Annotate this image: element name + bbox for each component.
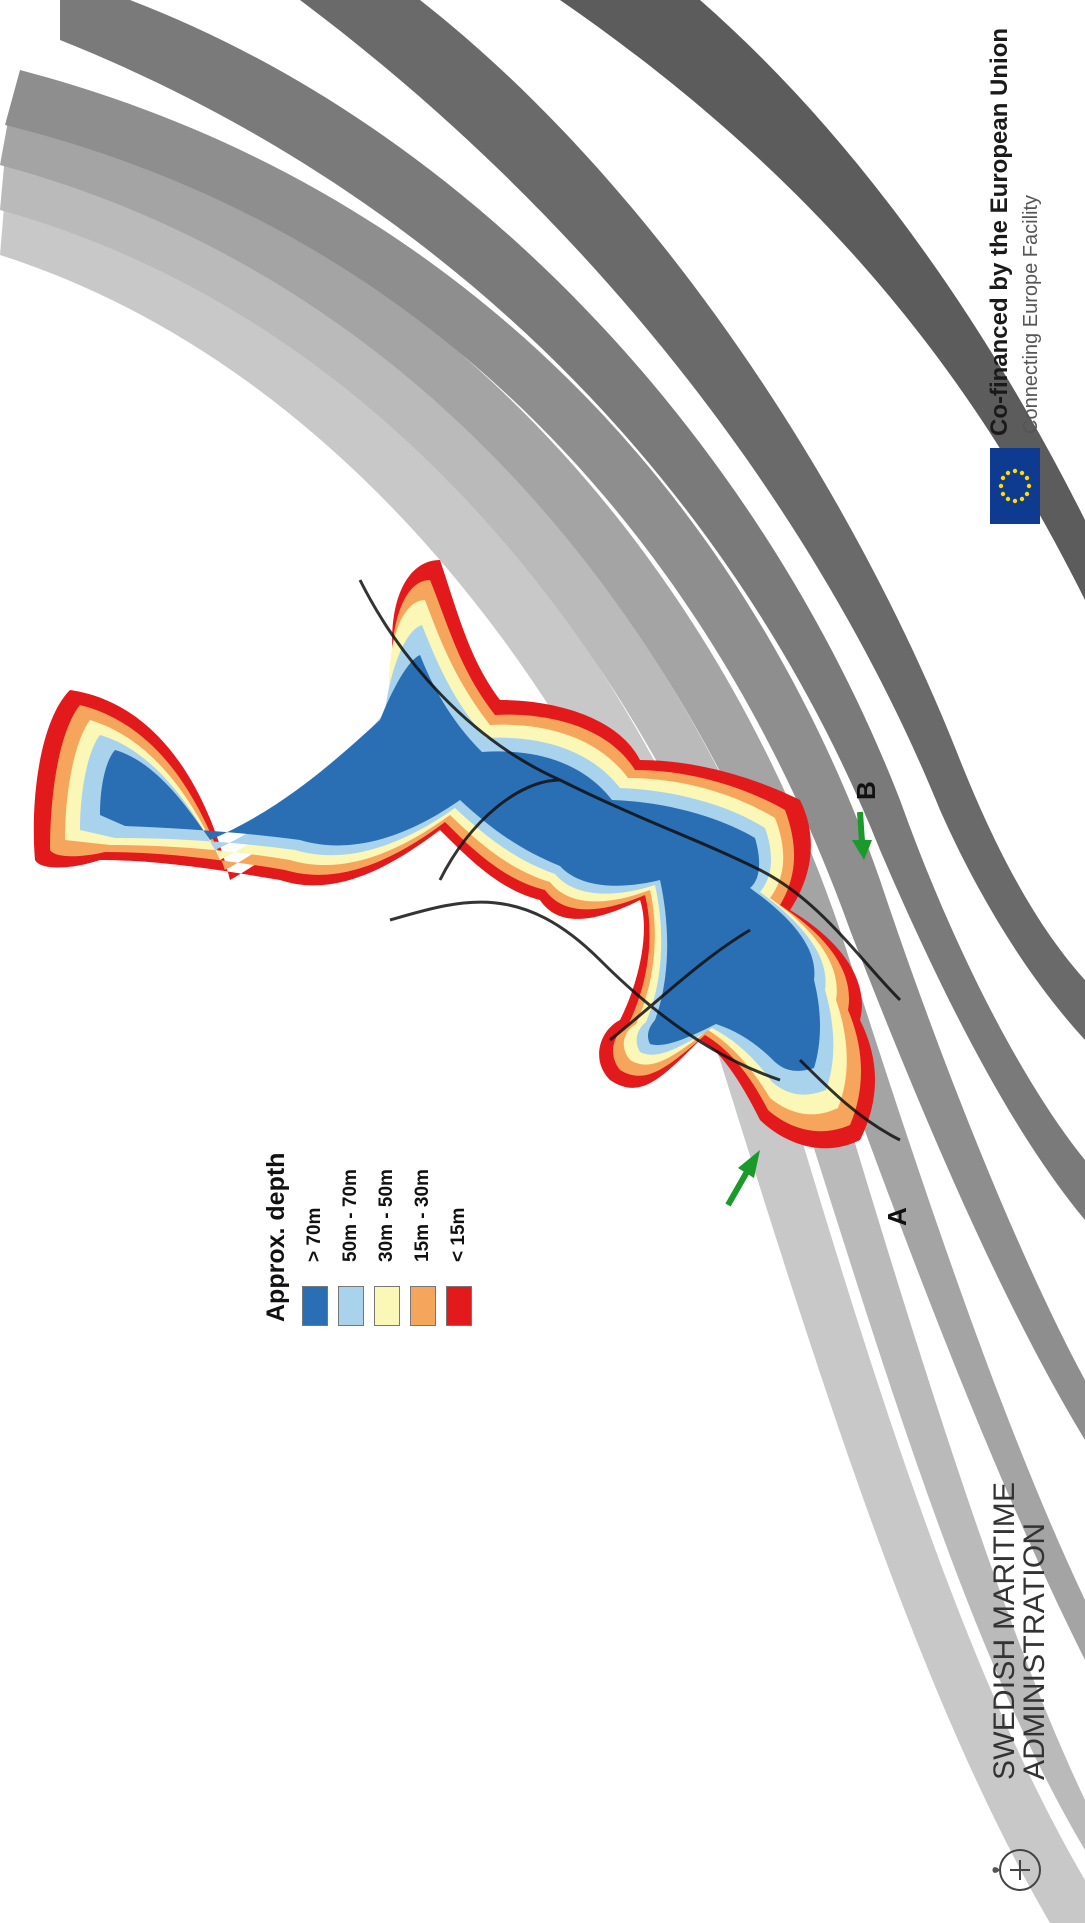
legend-swatch-lt15	[446, 1286, 472, 1326]
legend-swatch-30-50	[374, 1286, 400, 1326]
agency-name: SWEDISH MARITIME ADMINISTRATION	[988, 1481, 1051, 1780]
agency-name-line2: ADMINISTRATION	[1018, 1522, 1051, 1780]
marker-a	[725, 1150, 760, 1207]
eu-cofinanced-text: Co-financed by the European Union	[986, 27, 1013, 436]
eu-flag	[990, 448, 1040, 524]
legend-swatch-15-30	[410, 1286, 436, 1326]
crest-icon	[992, 1849, 1041, 1891]
legend-label-30-50: 30m - 50m	[376, 1169, 397, 1262]
legend-title: Approx. depth	[262, 1152, 290, 1322]
agency-name-line1: SWEDISH MARITIME	[988, 1481, 1021, 1780]
depth-map	[33, 560, 902, 1149]
marker-b	[852, 811, 872, 860]
marker-b-label: B	[851, 781, 881, 800]
eu-stars	[998, 468, 1032, 504]
legend-label-50-70: 50m - 70m	[340, 1169, 361, 1262]
legend-label-lt15: < 15m	[448, 1207, 469, 1262]
marker-a-label: A	[882, 1207, 912, 1226]
legend-swatch-gt70	[302, 1286, 328, 1326]
eu-flag-logo	[990, 448, 1040, 524]
legend-swatch-50-70	[338, 1286, 364, 1326]
eu-facility-text: Connecting Europe Facility	[1020, 194, 1042, 434]
legend-label-15-30: 15m - 30m	[412, 1169, 433, 1262]
legend-label-gt70: > 70m	[304, 1207, 325, 1262]
